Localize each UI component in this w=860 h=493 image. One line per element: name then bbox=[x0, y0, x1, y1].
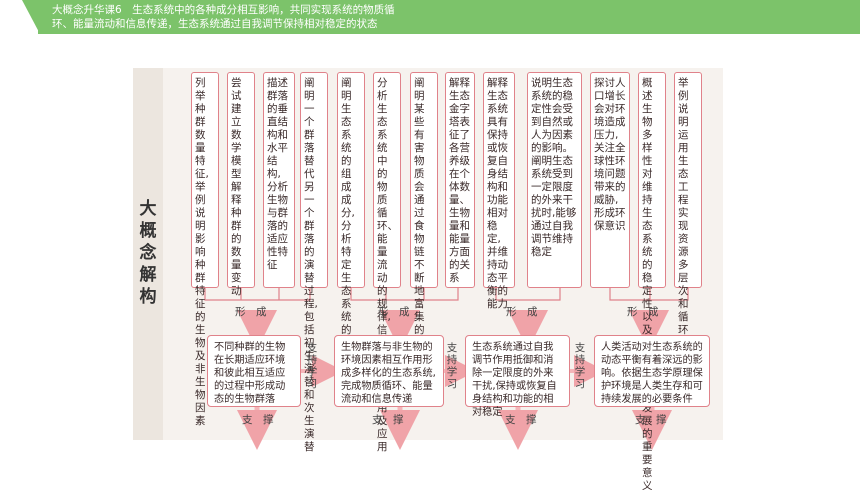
side-band bbox=[133, 68, 163, 440]
principle-box-3: 生态系统通过自我调节作用抵御和消除一定限度的外来干扰,保持或恢复自身结构和功能的… bbox=[465, 335, 570, 418]
header-corner bbox=[22, 0, 40, 34]
side-title: 大概念解构 bbox=[139, 199, 157, 307]
form-label-2: 形 成 bbox=[378, 306, 410, 318]
concept-box-1: 列举种群数量特征,举例说明影响种群特征的生物及非生物因素 bbox=[191, 72, 219, 427]
concept-box-4: 阐明一个群落替代另一个群落的演替过程,包括初生演替和次生演替 bbox=[300, 72, 328, 453]
support-label-1: 支 撑 bbox=[242, 414, 274, 426]
concept-box-5: 阐明生态系统的组成成分,分析特定生态系统的营养结构 bbox=[337, 72, 365, 388]
support-learn-label-3: 支持学习 bbox=[574, 342, 586, 390]
concept-box-2: 尝试建立数学模型解释种群的数量变动 bbox=[227, 72, 255, 297]
support-label-2: 支 撑 bbox=[372, 414, 404, 426]
principle-box-2: 生物群落与非生物的环境因素相互作用形成多样化的生态系统,完成物质循环、能量流动和… bbox=[334, 335, 444, 407]
concept-box-3: 描述群落的垂直结构和水平结构,分析生物与群落的适应性特征 bbox=[263, 72, 295, 288]
support-label-3: 支 撑 bbox=[505, 414, 537, 426]
concept-box-6: 分析生态系统中的物质循环、能量流动的规律,信息传递的作用及应用 bbox=[373, 72, 401, 453]
concept-box-12: 概述生物多样性对维持生态系统的稳定性以及人类生存和发展的重要意义 bbox=[638, 72, 666, 492]
concept-box-10: 说明生态系统的稳定性会受到自然或人为因素的影响。阐明生态系统受到一定限度的外来干… bbox=[527, 72, 582, 288]
form-label-1: 形 成 bbox=[235, 306, 267, 318]
header-bar bbox=[38, 0, 860, 34]
support-learn-label-2: 支持学习 bbox=[446, 342, 458, 390]
form-label-3: 形 成 bbox=[506, 306, 538, 318]
header-title: 大概念升华课6 生态系统中的各种成分相互影响，共同实现系统的物质循 环、能量流动… bbox=[52, 4, 395, 30]
concept-box-8: 解释生态金字塔表征了各营养级在个体数量、生物量和能量方面的关系 bbox=[445, 72, 475, 288]
support-label-4: 支 撑 bbox=[635, 414, 667, 426]
principle-box-4: 人类活动对生态系统的动态平衡有着深远的影响。依据生态学原理保护环境是人类生存和可… bbox=[594, 335, 710, 407]
concept-box-13: 举例说明运用生态工程实现资源多层次和循环利用 bbox=[674, 72, 702, 362]
concept-box-7: 阐明某些有害物质会通过食物链不断地富集的现象 bbox=[410, 72, 438, 362]
principle-box-1: 不同种群的生物在长期适应环境和彼此相互适应的过程中形成动态的生物群落 bbox=[207, 335, 301, 407]
form-label-4: 形 成 bbox=[627, 306, 659, 318]
concept-box-9: 解释生态系统具有保持或恢复自身结构和功能相对稳定,并维持动态平衡的能力 bbox=[483, 72, 515, 310]
support-learn-label-1: 支持学习 bbox=[306, 342, 318, 390]
concept-box-11: 探讨人口增长会对环境造成压力,关注全球性环境问题带来的威胁,形成环保意识 bbox=[590, 72, 630, 288]
